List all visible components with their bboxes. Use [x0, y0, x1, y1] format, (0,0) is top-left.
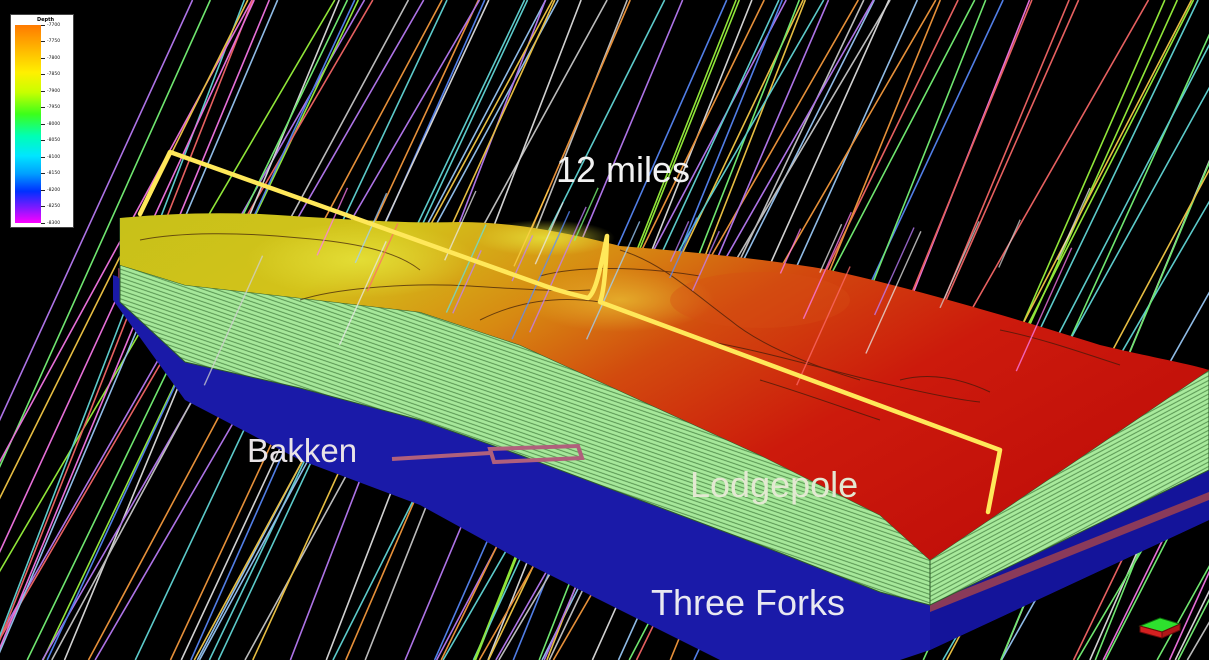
well-trajectory	[534, 202, 564, 265]
lodgepole-front-face	[120, 218, 930, 605]
well-trajectory	[0, 0, 249, 500]
well-trajectory	[366, 223, 399, 292]
well-trajectory	[316, 187, 349, 256]
well-trajectory	[1156, 565, 1209, 660]
legend-color-bar	[15, 25, 41, 223]
well-trajectory	[796, 266, 851, 386]
well-trajectory	[0, 0, 194, 422]
well-trajectory	[444, 190, 477, 261]
legend-tick: -7800	[41, 55, 60, 61]
scale-label: 12 miles	[556, 149, 691, 190]
well-trajectories-foreground	[203, 187, 1091, 386]
legend-tick: -7850	[41, 72, 60, 78]
well-trajectory	[0, 0, 255, 554]
well-trajectory	[865, 231, 922, 354]
well-trajectory	[939, 221, 980, 309]
legend-tick: -8050	[41, 138, 60, 144]
legend-tick: -8000	[41, 121, 60, 127]
well-trajectory	[511, 210, 571, 340]
well-trajectory	[513, 188, 550, 267]
well-trajectory	[691, 230, 720, 291]
legend-tick: -8100	[41, 154, 60, 160]
three-forks-label: Three Forks	[651, 582, 846, 623]
well-trajectory	[573, 187, 599, 241]
well-trajectory	[354, 192, 388, 264]
legend-tick: -7700	[41, 22, 60, 28]
well-trajectory	[998, 219, 1021, 268]
well-trajectory	[203, 255, 264, 386]
well-trajectory	[0, 0, 271, 650]
lodgepole-top-surface	[120, 213, 1209, 560]
scale-bracket	[137, 149, 1003, 515]
bakken-label: Bakken	[247, 432, 358, 469]
well-trajectory	[0, 0, 246, 638]
well-trajectory	[585, 221, 641, 340]
orientation-cube-icon[interactable]	[1136, 612, 1184, 640]
well-trajectory	[1186, 621, 1209, 660]
well-trajectory	[1015, 247, 1073, 372]
legend-tick: -7900	[41, 88, 60, 94]
well-trajectory	[529, 206, 587, 333]
well-trajectory	[1057, 187, 1091, 261]
lodgepole-label: Lodgepole	[690, 464, 859, 505]
legend-tick: -8250	[41, 204, 60, 210]
depth-color-legend: Depth -7700 -7750 -7800 -7850 -7900 -7950 -800…	[10, 14, 74, 228]
legend-tick: -7750	[41, 39, 60, 45]
legend-tick: -7950	[41, 105, 60, 111]
well-trajectory	[0, 0, 254, 642]
bakken-pointer	[391, 443, 585, 465]
well-trajectory	[669, 217, 698, 279]
well-trajectory	[1177, 598, 1209, 660]
legend-title: Depth	[37, 17, 55, 23]
legend-tick: -8300	[41, 220, 60, 226]
well-trajectory	[1102, 444, 1209, 660]
lodgepole-right-face	[929, 369, 1209, 606]
well-trajectory	[669, 221, 690, 262]
legend-tick: -8200	[41, 187, 60, 193]
contour-lines	[139, 233, 1121, 421]
well-trajectory	[802, 211, 852, 320]
well-trajectory	[0, 0, 212, 469]
well-trajectory	[445, 224, 487, 313]
well-trajectory	[819, 223, 843, 273]
well-trajectory	[873, 227, 915, 316]
well-trajectory	[338, 241, 387, 346]
legend-ticks: -7700 -7750 -7800 -7850 -7900 -7950 -8000 -8050…	[41, 22, 71, 226]
well-trajectory	[1104, 455, 1209, 660]
well-trajectory	[779, 228, 802, 274]
legend-tick: -8150	[41, 171, 60, 177]
well-trajectory	[0, 0, 253, 463]
